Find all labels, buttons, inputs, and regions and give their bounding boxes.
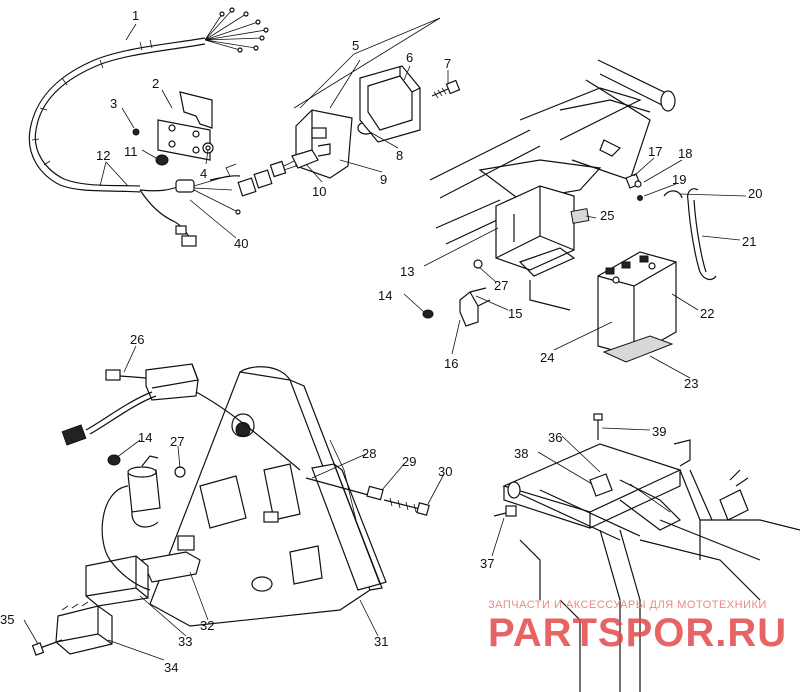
watermark-tagline: ЗАПЧАСТИ И АКСЕССУАРЫ ДЛЯ МОТОТЕХНИКИ <box>488 599 767 611</box>
mounting-bracket-2 <box>157 91 213 161</box>
callout-12: 12 <box>96 148 110 163</box>
callout-21: 21 <box>742 234 756 249</box>
nut-11 <box>155 154 169 166</box>
callout-9: 9 <box>380 172 387 187</box>
watermark-brand: PARTSPOR.RU <box>488 611 787 655</box>
callout-27-lower: 27 <box>170 434 184 449</box>
callout-15: 15 <box>508 306 522 321</box>
callout-10: 10 <box>312 184 326 199</box>
callout-14-lower: 14 <box>138 430 152 445</box>
callout-11: 11 <box>124 144 138 159</box>
callout-2: 2 <box>152 76 159 91</box>
taillight-assembly <box>291 17 461 179</box>
callout-29: 29 <box>402 454 416 469</box>
callout-23: 23 <box>684 376 698 391</box>
callout-25: 25 <box>600 208 614 223</box>
callout-13: 13 <box>400 264 414 279</box>
callout-38: 38 <box>514 446 528 461</box>
callout-8: 8 <box>396 148 403 163</box>
callout-40: 40 <box>234 236 248 251</box>
small-plug <box>181 235 197 247</box>
callout-36: 36 <box>548 430 562 445</box>
callout-34: 34 <box>164 660 178 675</box>
callout-35: 35 <box>0 612 14 627</box>
callout-32: 32 <box>200 618 214 633</box>
callout-26: 26 <box>130 332 144 347</box>
harness-bundle <box>28 37 206 193</box>
wiring-harness-group <box>28 7 303 247</box>
callout-4: 4 <box>200 166 207 181</box>
callout-6: 6 <box>406 50 413 65</box>
callout-33: 33 <box>178 634 192 649</box>
harness-bundle-inner <box>34 43 206 187</box>
callout-3: 3 <box>110 96 117 111</box>
callout-20: 20 <box>748 186 762 201</box>
callout-37: 37 <box>480 556 494 571</box>
callout-14-upper: 14 <box>378 288 392 303</box>
leader-lines <box>23 17 747 661</box>
callout-22: 22 <box>700 306 714 321</box>
fastener-3 <box>132 128 140 136</box>
frame-horn-group <box>493 413 800 692</box>
callout-30: 30 <box>438 464 452 479</box>
callout-39: 39 <box>652 424 666 439</box>
callout-27-upper: 27 <box>494 278 508 293</box>
callout-18: 18 <box>678 146 692 161</box>
callout-7: 7 <box>444 56 451 71</box>
junction-connector <box>175 179 195 193</box>
callout-5: 5 <box>352 38 359 53</box>
ignition-plate-group <box>31 363 430 656</box>
callout-1: 1 <box>132 8 139 23</box>
callout-31: 31 <box>374 634 388 649</box>
callout-28: 28 <box>362 446 376 461</box>
watermark: ЗАПЧАСТИ И АКСЕССУАРЫ ДЛЯ МОТОТЕХНИКИ PA… <box>488 599 787 655</box>
frame-battery-group <box>422 59 717 363</box>
callout-labels: 1 2 3 4 5 6 7 8 9 10 11 12 13 14 14 15 1… <box>0 8 762 675</box>
callout-16: 16 <box>444 356 458 371</box>
callout-19: 19 <box>672 172 686 187</box>
callout-24: 24 <box>540 350 554 365</box>
callout-17: 17 <box>648 144 662 159</box>
